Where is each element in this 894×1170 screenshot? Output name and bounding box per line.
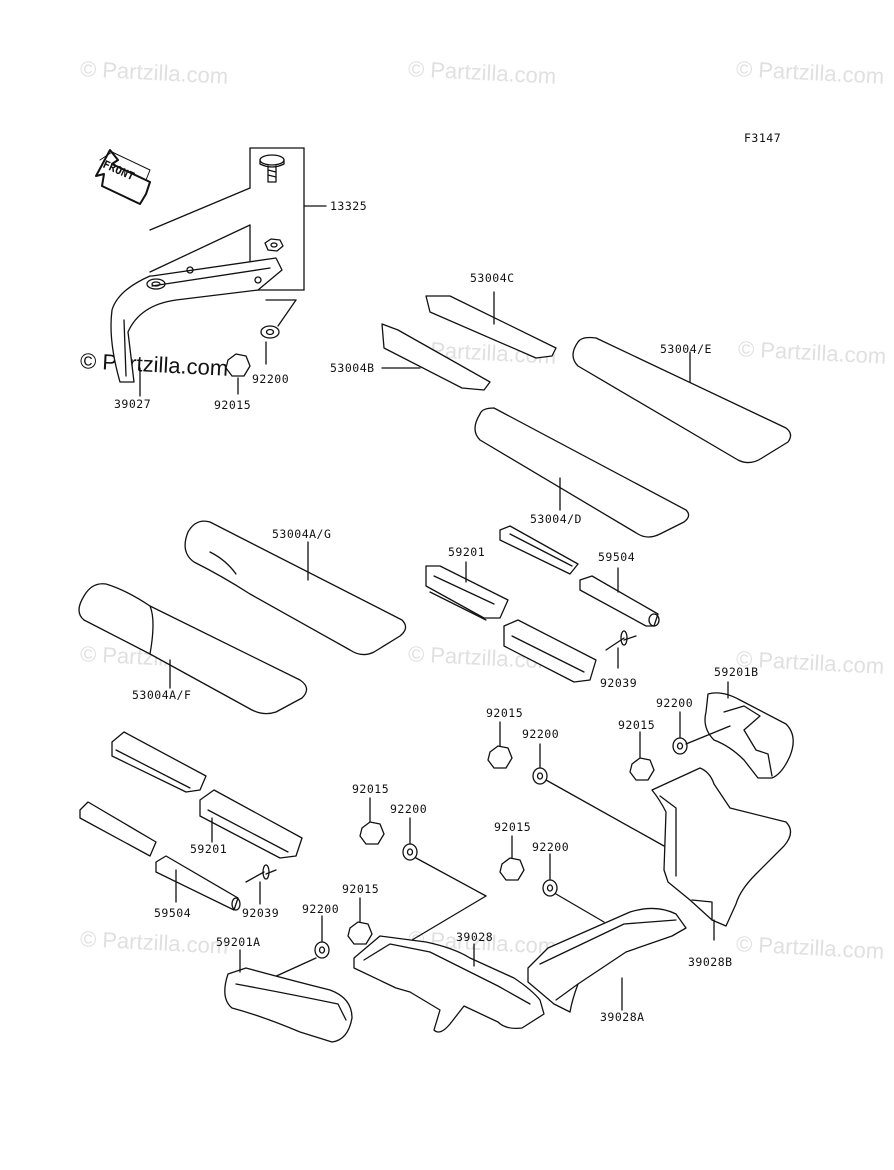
part-label: 92015 [494,820,532,834]
washer-icon [271,915,330,979]
part-label: 92015 [342,882,380,896]
part-59504-left [155,855,241,911]
part-label: 92200 [532,840,570,854]
part-label: 92015 [486,706,524,720]
part-label: 92200 [656,696,694,710]
part-53004AF [78,583,308,715]
part-label: 92015 [618,718,656,732]
washer-icon [402,817,487,941]
part-label: 92200 [390,802,428,816]
nut-icon [347,897,373,945]
washer-icon [260,299,297,365]
part-59201-channel [503,619,597,683]
part-59201-left [199,789,303,859]
nut-icon [629,731,655,781]
nut-icon [487,721,513,769]
part-39027 [110,257,283,397]
washer-icon [672,711,731,755]
part-label: 59201 [190,842,228,856]
part-59504-left-top [79,801,157,857]
nut-icon [499,835,525,881]
part-label: 39027 [114,397,152,411]
part-39028B [651,767,792,941]
part-39028 [353,935,545,1033]
part-59201B [704,681,794,779]
washer-icon [532,743,665,847]
part-53004AG [184,520,407,656]
washer-icon [542,853,605,923]
front-arrow-icon [95,149,151,205]
part-label: 92200 [252,372,290,386]
part-label: 53004B [330,361,375,375]
part-label: 92200 [302,902,340,916]
part-label: 92039 [600,676,638,690]
part-label: 53004A/F [132,688,192,702]
part-label: 92015 [352,782,390,796]
part-label: 59201A [216,935,261,949]
rivet-icon [245,864,277,905]
part-59201-strip [499,525,579,575]
part-label: 59201B [714,665,759,679]
part-label: 59504 [154,906,192,920]
part-59504 [579,567,660,627]
part-label: 39028B [688,955,733,969]
part-label: 53004A/G [272,527,332,541]
part-label: 13325 [330,199,368,213]
part-label: 53004/D [530,512,582,526]
part-label: 59201 [448,545,486,559]
part-53004E [572,336,792,464]
nut-icon [264,238,284,252]
nut-icon [359,797,385,845]
rivet-icon [605,630,637,669]
part-label: 53004/E [660,342,712,356]
part-label: 59504 [598,550,636,564]
part-53004D [474,407,690,538]
part-label: 92200 [522,727,560,741]
nut-icon [225,353,251,395]
screw-icon [259,154,285,183]
part-label: 53004C [470,271,515,285]
part-39028A [527,907,687,1013]
part-label: 39028A [600,1010,645,1024]
figure-code: F3147 [744,131,782,145]
part-label: 39028 [456,930,494,944]
part-59201-left-top [111,731,207,793]
part-53004B [381,323,491,391]
part-53004C [425,291,557,359]
part-59201A [224,949,353,1043]
part-59201 [425,561,509,621]
part-label: 92039 [242,906,280,920]
part-label: 92015 [214,398,252,412]
